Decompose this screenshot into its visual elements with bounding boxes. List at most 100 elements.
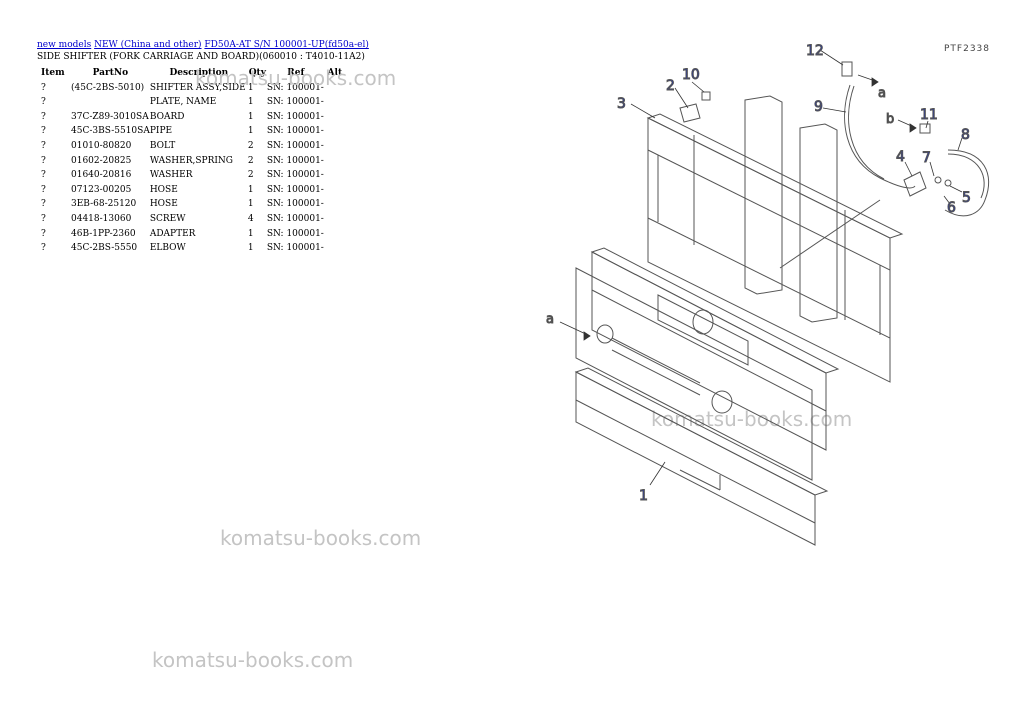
cell-qty: 1 [247, 199, 254, 210]
table-header-row: Item PartNo Description Qty Ref Alt [37, 66, 345, 81]
cell-item: ? [41, 213, 46, 224]
table-row: ? 07123-00205 HOSE 1 SN: 100001- [37, 183, 345, 198]
cell-partno: 46B-1PP-2360 [71, 228, 136, 239]
callout-11: 11 [920, 107, 938, 123]
cell-ref: SN: 100001- [266, 243, 324, 254]
cell-item: ? [41, 126, 46, 137]
cell-description: HOSE [149, 199, 178, 210]
cell-description: WASHER [149, 170, 193, 181]
cell-ref: SN: 100001- [266, 82, 324, 93]
breadcrumb-link-new-models[interactable]: new models [37, 40, 92, 50]
callout-5: 5 [962, 190, 971, 206]
col-alt-header: Alt [327, 68, 343, 78]
carriage-drawing [574, 247, 840, 546]
cell-ref: SN: 100001- [266, 199, 324, 210]
col-ref-header: Ref [287, 68, 305, 78]
breadcrumb-link-model[interactable]: FD50A-AT S/N 100001-UP(fd50a-el) [204, 40, 369, 50]
cell-partno: 07123-00205 [71, 184, 132, 195]
cell-partno: 3EB-68-25120 [71, 199, 137, 210]
cell-ref: SN: 100001- [266, 155, 324, 166]
cell-partno: 45C-2BS-5550 [71, 243, 138, 254]
cell-ref: SN: 100001- [266, 111, 324, 122]
arrow-label-a-left: a [546, 312, 554, 327]
table-row: ? 01010-80820 BOLT 2 SN: 100001- [37, 139, 345, 154]
callout-7: 7 [922, 150, 931, 166]
cell-qty: 1 [247, 243, 254, 254]
table-row: ? 3EB-68-25120 HOSE 1 SN: 100001- [37, 197, 345, 212]
cell-ref: SN: 100001- [266, 170, 324, 181]
callout-9: 9 [814, 99, 823, 115]
cell-description: SCREW [149, 213, 186, 224]
col-description-header: Description [169, 68, 229, 78]
cell-ref: SN: 100001- [266, 140, 324, 151]
cell-item: ? [41, 184, 46, 195]
table-row: ? 01602-20825 WASHER,SPRING 2 SN: 100001- [37, 154, 345, 169]
cell-qty: 4 [247, 213, 254, 224]
cell-ref: SN: 100001- [266, 184, 324, 195]
cell-qty: 1 [247, 97, 254, 108]
cell-ref: SN: 100001- [266, 97, 324, 108]
parts-table: Item PartNo Description Qty Ref Alt ? (45… [37, 66, 345, 256]
callout-3: 3 [617, 96, 626, 112]
breadcrumb: new models NEW (China and other) FD50A-A… [37, 40, 369, 50]
cell-item: ? [41, 199, 46, 210]
cell-qty: 1 [247, 184, 254, 195]
cell-description: PLATE, NAME [149, 97, 217, 108]
cell-description: PIPE [149, 126, 173, 137]
cell-partno: (45C-2BS-5010) [71, 82, 145, 93]
cell-partno: 01640-20816 [71, 170, 132, 181]
cell-description: BOARD [149, 111, 185, 122]
callout-4: 4 [896, 149, 905, 165]
cell-item: ? [41, 155, 46, 166]
callout-2: 2 [666, 78, 675, 94]
cell-qty: 1 [247, 111, 254, 122]
cell-description: BOLT [149, 140, 176, 151]
arrow-label-b: b [886, 112, 894, 127]
cell-description: WASHER,SPRING [149, 155, 233, 166]
cell-qty: 2 [247, 155, 254, 166]
cell-partno: 04418-13060 [71, 213, 132, 224]
cell-qty: 1 [247, 126, 254, 137]
cell-partno: 37C-Z89-3010SA [71, 111, 149, 122]
cell-ref: SN: 100001- [266, 126, 324, 137]
callout-8: 8 [961, 127, 970, 143]
table-row: ? 45C-2BS-5550 ELBOW 1 SN: 100001- [37, 241, 345, 256]
col-qty-header: Qty [248, 68, 266, 78]
cell-description: HOSE [149, 184, 178, 195]
cell-partno: 01010-80820 [71, 140, 132, 151]
cell-partno: 45C-3BS-5510SA [71, 126, 150, 137]
cell-item: ? [41, 243, 46, 254]
table-row: ? 04418-13060 SCREW 4 SN: 100001- [37, 212, 345, 227]
cell-item: ? [41, 82, 46, 93]
cell-description: ADAPTER [149, 228, 196, 239]
col-partno-header: PartNo [92, 68, 129, 78]
cell-item: ? [41, 111, 46, 122]
callout-6: 6 [947, 200, 956, 216]
cell-item: ? [41, 170, 46, 181]
cell-item: ? [41, 140, 46, 151]
cell-description: ELBOW [149, 243, 186, 254]
cell-qty: 1 [247, 82, 254, 93]
callout-10: 10 [682, 67, 700, 83]
callout-12: 12 [806, 43, 824, 59]
table-row: ? 01640-20816 WASHER 2 SN: 100001- [37, 168, 345, 183]
cell-qty: 1 [247, 228, 254, 239]
cell-qty: 2 [247, 170, 254, 181]
cell-ref: SN: 100001- [266, 228, 324, 239]
page-title: SIDE SHIFTER (FORK CARRIAGE AND BOARD)(0… [37, 52, 365, 62]
cell-partno: 01602-20825 [71, 155, 132, 166]
leader-lines [559, 49, 963, 486]
cell-description: SHIFTER ASSY,SIDE [149, 82, 246, 93]
cell-ref: SN: 100001- [266, 213, 324, 224]
cell-qty: 2 [247, 140, 254, 151]
breadcrumb-link-region[interactable]: NEW (China and other) [94, 40, 202, 50]
cell-item: ? [41, 97, 46, 108]
drawing-code: PTF2338 [944, 44, 991, 54]
hose-drawing [679, 61, 990, 269]
